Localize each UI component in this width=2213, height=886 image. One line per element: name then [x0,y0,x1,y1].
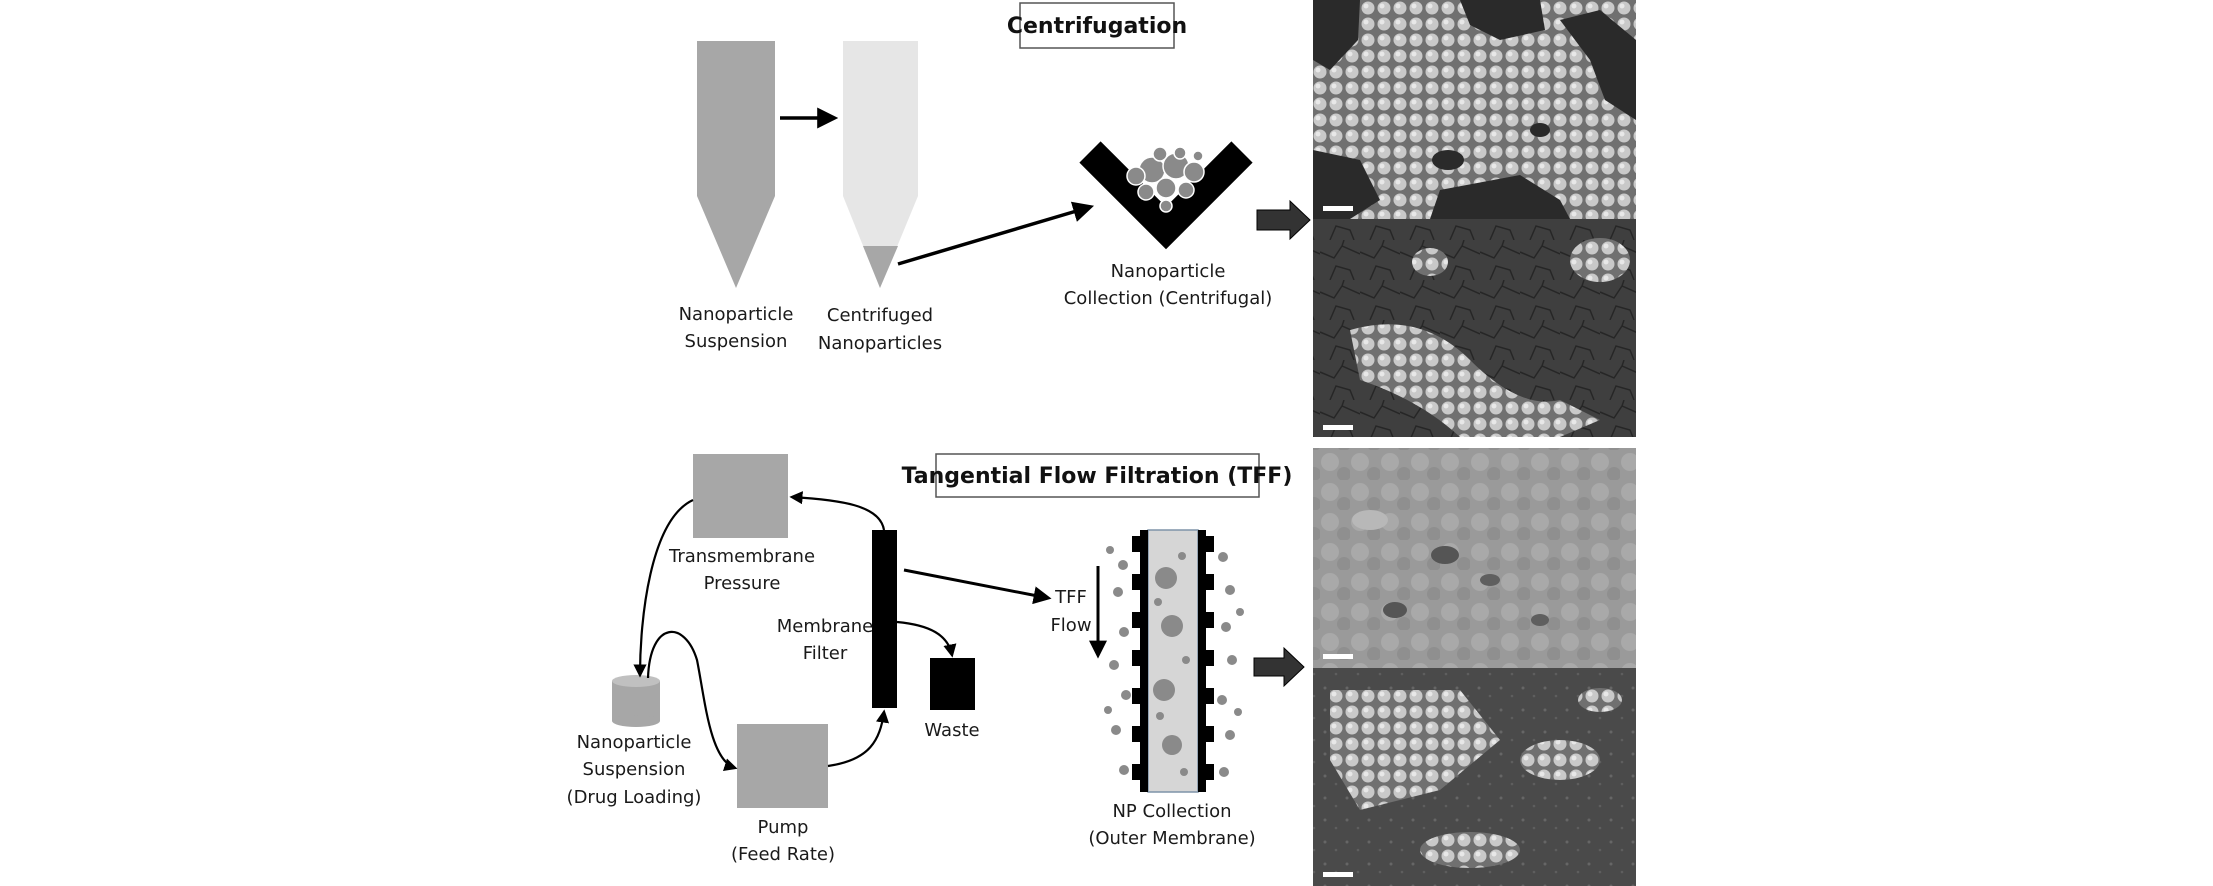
tff-to-sem-arrow [1253,646,1305,688]
membrane-label-1: Membrane [777,616,873,637]
pump-label-2: (Feed Rate) [731,844,835,865]
sem-image-centrifugation-1 [1313,0,1636,219]
pellet-to-collection-arrow [897,201,1095,266]
suspension-cylinder [612,675,660,727]
sem-image-centrifugation-2 [1313,219,1636,437]
tff-flow-label-2: Flow [1050,615,1091,636]
collection-label-2: Collection (Centrifugal) [1064,288,1273,309]
tff-title-text: Tangential Flow Filtration (TFF) [902,464,1293,489]
tff-suspension-label-1: Nanoparticle [577,732,692,753]
np-collection-label-1: NP Collection [1112,801,1231,822]
waste-box [930,658,975,710]
tmp-label-1: Transmembrane [668,546,815,567]
suspension-label-1: Nanoparticle [679,304,794,325]
centrifugation-title-text: Centrifugation [1007,14,1187,39]
filter-to-waste-arrow [896,620,957,658]
collection-label-1: Nanoparticle [1111,261,1226,282]
membrane-filter-bar [872,530,897,708]
np-collection-label-2: (Outer Membrane) [1088,828,1255,849]
pellet [863,246,898,288]
transmembrane-pressure-box [693,454,788,538]
membrane-column [1104,529,1244,793]
tmp-label-2: Pressure [704,573,781,594]
tmp-to-suspension-arrow [633,499,694,678]
centrifuged-label-1: Centrifuged [827,305,933,326]
membrane-label-2: Filter [803,643,848,664]
tff-title: Tangential Flow Filtration (TFF) [902,453,1293,498]
tff-flow-label-1: TFF [1054,587,1087,608]
sem-image-tff-2 [1313,668,1636,886]
filter-to-column-arrow [903,568,1052,605]
suspension-tube [697,41,775,288]
waste-label: Waste [924,720,979,741]
centrifuged-tube [843,41,918,288]
filter-to-tmp-arrow [789,491,886,531]
suspension-label-2: Suspension [685,331,788,352]
pump-label-1: Pump [758,817,809,838]
centrifugation-title: Centrifugation [1007,2,1187,49]
collection-v-shape [1079,141,1253,250]
suspension-to-pump-arrow [646,631,738,772]
pump-box [737,724,828,808]
tff-suspension-label-2: Suspension [583,759,686,780]
centrifuged-label-2: Nanoparticles [818,333,942,354]
centrifugation-to-sem-arrow [1256,199,1311,241]
sem-image-tff-1 [1313,448,1636,668]
tff-suspension-label-3: (Drug Loading) [567,787,702,808]
pump-to-filter-arrow [827,709,890,768]
